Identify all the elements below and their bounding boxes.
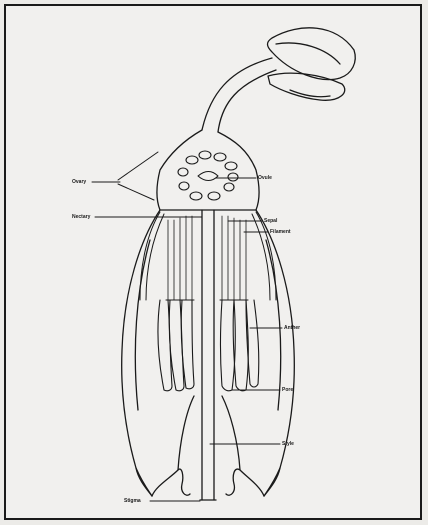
corolla [122,210,295,496]
flower-bud [268,28,356,100]
label-anther: Anther [284,325,300,331]
label-ovule: Ovule [258,175,272,181]
label-nectary: Nectary [72,214,90,220]
pedicel [202,58,276,132]
label-pore: Pore [282,387,293,393]
leader-lines [92,152,282,501]
label-style: Style [282,441,294,447]
style [200,210,216,500]
anthers [158,300,259,391]
label-stigma: Stigma [124,498,141,504]
label-filament: Filament [270,229,291,235]
ovary [157,130,259,210]
label-ovary-bracket: Ovary [72,179,86,185]
sepals [140,212,276,300]
label-sepal: Sepal [264,218,277,224]
filaments [166,216,248,300]
